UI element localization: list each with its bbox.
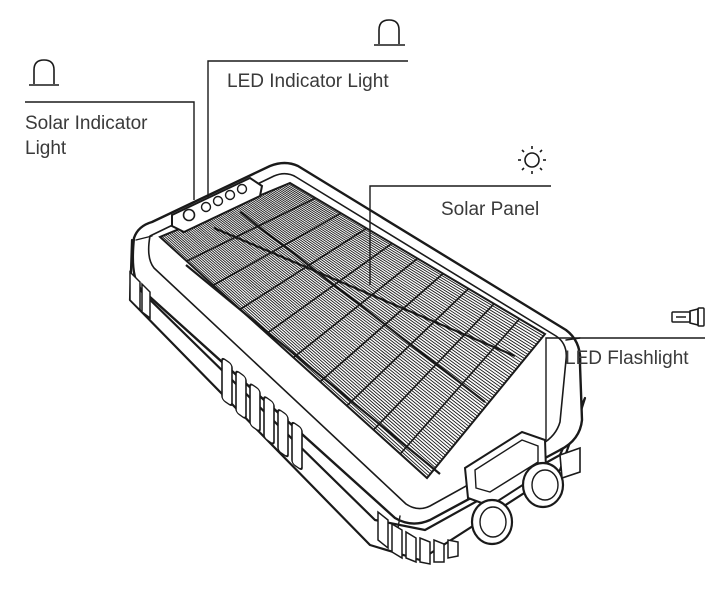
flashlight-head: [463, 430, 581, 546]
solar-cell-divider: [213, 212, 342, 286]
indicator-lamp-icon: [29, 59, 59, 86]
sun-icon: [518, 146, 546, 174]
flashlight-icon: [671, 307, 705, 327]
led-flashlight-leader: [545, 337, 705, 440]
led-indicator-label: LED Indicator Light: [227, 71, 389, 92]
indicator-strip: [171, 176, 264, 234]
solar-cell-divider: [346, 288, 470, 407]
solar-indicator-label-line1: Solar Indicator: [25, 113, 148, 134]
solar-indicator-leader: [25, 101, 195, 200]
solar-cell-divider: [186, 197, 316, 262]
led-flashlight-label: LED Flashlight: [565, 348, 689, 369]
leader-lines: [25, 60, 705, 440]
solar-cell-divider: [293, 257, 418, 359]
solar-cell-divider: [373, 303, 495, 431]
solar-cell-divider: [399, 318, 521, 455]
solar-cell-divider: [319, 272, 444, 383]
solar-cell-divider: [239, 227, 367, 310]
front-vents: [129, 270, 459, 565]
solar-panel-label: Solar Panel: [441, 199, 540, 220]
solar-indicator-label-line2: Light: [25, 138, 67, 159]
side-vents: [221, 357, 303, 471]
solar-panel-cells: [158, 181, 547, 480]
solar-panel-leader: [369, 185, 551, 285]
led-indicator-leader: [207, 60, 408, 197]
solar-indicator-label: Solar Indicator Light: [25, 111, 148, 161]
indicator-lamp-icon: [374, 19, 405, 46]
solar-cell-divider: [266, 242, 393, 335]
